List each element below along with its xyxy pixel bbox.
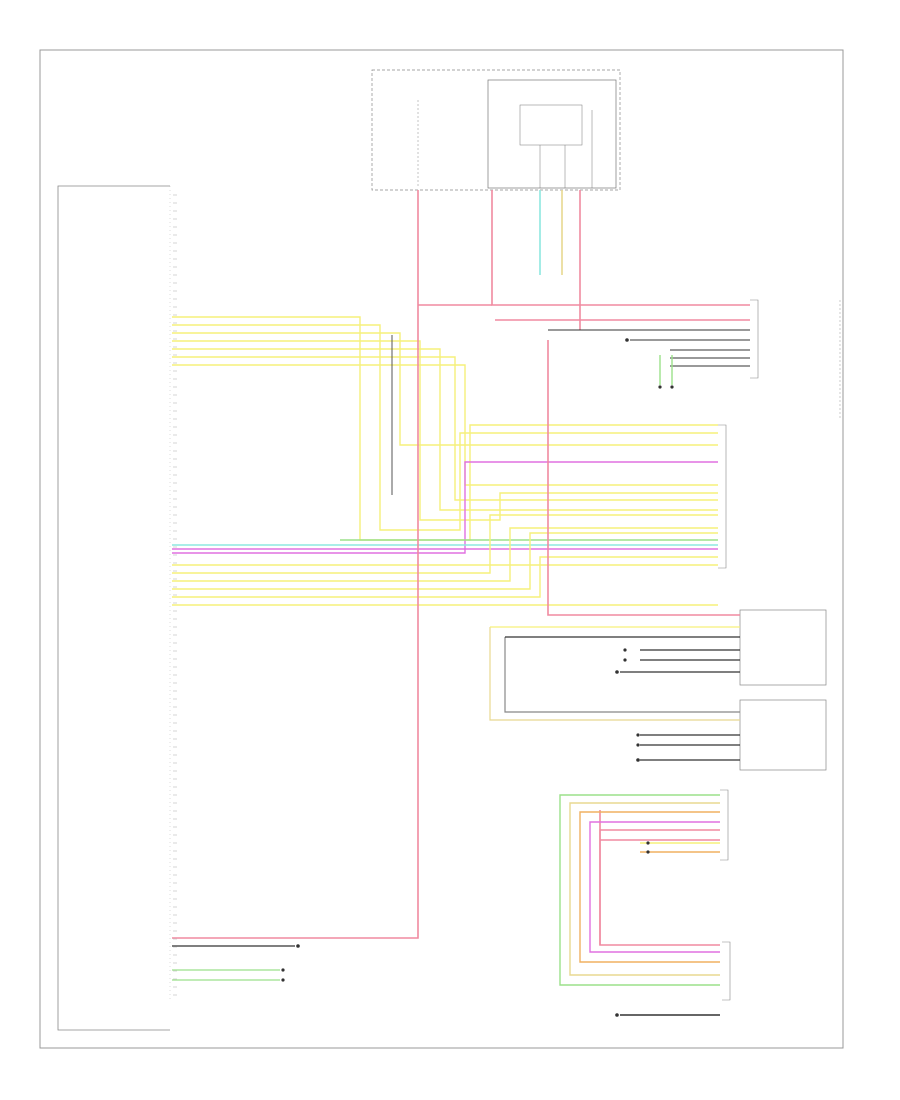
wire-yellow-6 xyxy=(172,356,718,501)
splice-icon xyxy=(636,733,640,737)
red-wires xyxy=(172,190,750,946)
wire-green-lower-1 xyxy=(559,794,720,986)
right-module-middle xyxy=(739,699,827,771)
splice-icon xyxy=(623,658,627,662)
left-module xyxy=(57,185,171,1031)
left-module-outline xyxy=(57,185,170,1031)
mid-right-wires xyxy=(489,626,740,761)
wire-red-fuse xyxy=(172,190,419,939)
splice-icon xyxy=(636,743,640,747)
wire-yellow-11 xyxy=(172,532,718,590)
right-module-bracket-bottom xyxy=(720,789,729,861)
splice-icon xyxy=(658,385,662,389)
wire-magenta-lower-1 xyxy=(589,821,720,953)
wire-yellow-2 xyxy=(172,324,718,531)
wire-yellow-1 xyxy=(172,316,718,541)
top-fuse-box xyxy=(371,69,621,191)
ground-icon xyxy=(625,338,629,342)
splice-icon xyxy=(646,841,650,845)
wire-red-lower-3 xyxy=(599,829,720,945)
diagram-border xyxy=(39,49,844,1049)
wire-tan-lower-1 xyxy=(569,802,720,976)
magenta-wires xyxy=(172,461,718,554)
wire-yellow-4 xyxy=(172,340,718,521)
splice-icon xyxy=(623,648,627,652)
yellow-wire-group-upper xyxy=(172,316,718,541)
wire-yellow-12 xyxy=(172,556,718,598)
wire-yellow-5 xyxy=(172,348,718,511)
splice-icon xyxy=(281,968,285,972)
wire-yellow-9 xyxy=(172,514,718,574)
black-wires-upper-right xyxy=(548,329,750,367)
wire-yellow-3 xyxy=(172,332,718,446)
right-module-bracket-top xyxy=(750,299,759,379)
left-bottom-wires xyxy=(172,945,295,981)
relay-box-outline xyxy=(487,79,617,189)
wire-gray-mid-1 xyxy=(504,637,740,713)
ground-symbols xyxy=(281,338,674,1017)
right-module-bracket-mid xyxy=(718,424,727,569)
ground-icon xyxy=(615,670,619,674)
splice-icon xyxy=(670,385,674,389)
wire-tan-mid-1 xyxy=(489,627,740,721)
right-modules xyxy=(718,299,841,1001)
wire-magenta-1 xyxy=(172,461,718,554)
yellow-wire-group-lower xyxy=(172,514,718,606)
relay-stub-wires xyxy=(539,190,581,330)
green-stubs xyxy=(659,355,673,385)
left-pin-ticks xyxy=(173,194,177,996)
fuse-box-outline xyxy=(371,69,621,191)
ground-icon xyxy=(615,1013,619,1017)
wire-red-down xyxy=(547,340,740,616)
right-module-upper xyxy=(739,609,827,686)
wire-orange-lower-1 xyxy=(579,811,720,963)
wire-yellow-10 xyxy=(172,527,718,582)
splice-icon xyxy=(646,850,650,854)
lower-right-wires xyxy=(559,794,720,1016)
right-module-bracket-lower xyxy=(722,941,731,1001)
ground-icon xyxy=(296,944,300,948)
relay-coil xyxy=(519,104,583,146)
wire-red-relay xyxy=(491,190,750,306)
cyan-wires xyxy=(172,539,718,546)
splice-icon xyxy=(281,978,285,982)
ground-icon xyxy=(636,758,640,762)
wire-yellow-7 xyxy=(172,364,718,486)
